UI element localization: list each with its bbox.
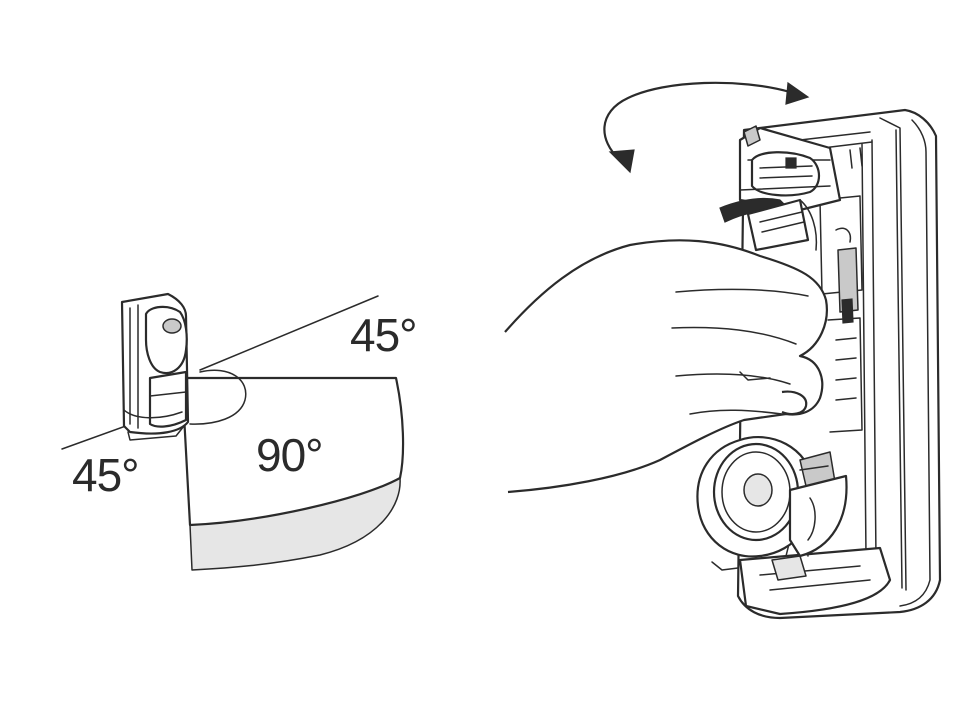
angle-label-lower: 45° <box>72 449 140 501</box>
rotation-arrow-icon <box>603 81 810 174</box>
detection-angle-illustration <box>61 292 405 571</box>
upper-angle-line <box>199 295 379 371</box>
angle-label-center: 90° <box>256 429 324 481</box>
detection-fan-band <box>189 477 401 571</box>
hand-illustration <box>504 239 828 494</box>
detection-fan <box>180 376 405 527</box>
adjustment-illustration <box>504 81 942 620</box>
lens-arc <box>189 369 247 425</box>
angle-label-upper: 45° <box>350 309 418 361</box>
sensor-head <box>719 125 842 252</box>
lens-assembly <box>696 436 848 558</box>
sensor-unit-small <box>120 292 190 441</box>
